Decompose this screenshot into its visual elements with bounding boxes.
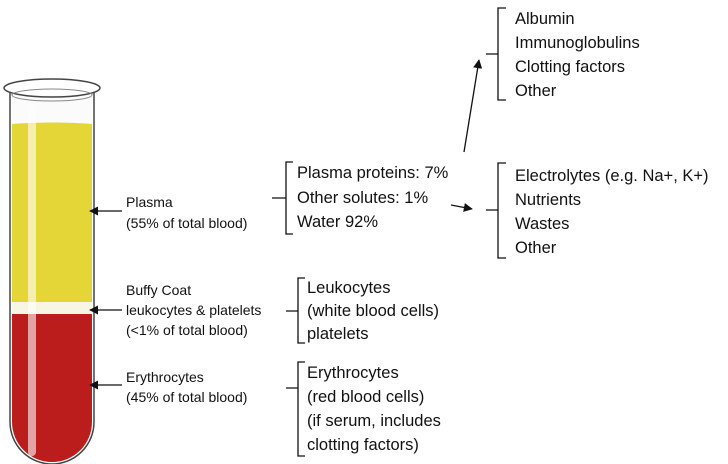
buffy-content-item: Leukocytes bbox=[307, 279, 391, 297]
protein-list-item: Albumin bbox=[515, 10, 575, 28]
other-solutes-item: Other solutes: 1% bbox=[297, 189, 429, 207]
other-solutes-bracket bbox=[486, 162, 506, 259]
buffy-label-line2: leukocytes & platelets bbox=[126, 302, 262, 318]
rbc-content-item: (if serum, includes bbox=[307, 412, 441, 430]
plasma-proteins-bracket bbox=[486, 7, 506, 101]
proteins-arrow bbox=[463, 59, 483, 153]
plasma-label-detail: (55% of total blood) bbox=[126, 215, 248, 231]
erythrocyte-contents-bracket bbox=[286, 361, 305, 457]
glass-highlight bbox=[28, 104, 36, 456]
solute-list-item: Nutrients bbox=[515, 191, 582, 209]
buffy-content-item: (white blood cells) bbox=[307, 302, 440, 320]
buffy-contents-bracket bbox=[286, 277, 305, 344]
erythrocytes-label-title: Erythrocytes bbox=[126, 369, 204, 385]
water-item: Water 92% bbox=[297, 213, 379, 231]
plasma-components-bracket bbox=[272, 161, 293, 235]
protein-list-item: Immunoglobulins bbox=[515, 34, 640, 52]
buffy-coat-layer bbox=[12, 302, 92, 314]
protein-list-item: Other bbox=[515, 82, 557, 100]
solute-list-item: Electrolytes (e.g. Na+, K+) bbox=[515, 167, 709, 185]
plasma-label-title: Plasma bbox=[126, 194, 173, 210]
tube-inner-rim bbox=[11, 88, 93, 102]
buffy-label-detail: (<1% of total blood) bbox=[126, 322, 248, 338]
erythrocyte-layer bbox=[12, 314, 92, 462]
solute-list-item: Other bbox=[515, 239, 557, 257]
plasma-proteins-item: Plasma proteins: 7% bbox=[297, 164, 449, 182]
buffy-label-title: Buffy Coat bbox=[126, 282, 192, 298]
plasma-layer bbox=[12, 122, 92, 302]
rbc-content-item: Erythrocytes bbox=[307, 364, 399, 382]
rbc-content-item: clotting factors) bbox=[307, 436, 419, 454]
tube-rim bbox=[3, 78, 101, 98]
protein-list-item: Clotting factors bbox=[515, 58, 626, 76]
buffy-content-item: platelets bbox=[307, 325, 369, 343]
rbc-content-item: (red blood cells) bbox=[307, 388, 425, 406]
solute-list-item: Wastes bbox=[515, 215, 570, 233]
test-tube bbox=[3, 78, 101, 464]
solutes-arrow bbox=[450, 202, 473, 212]
erythrocytes-label-detail: (45% of total blood) bbox=[126, 389, 248, 405]
